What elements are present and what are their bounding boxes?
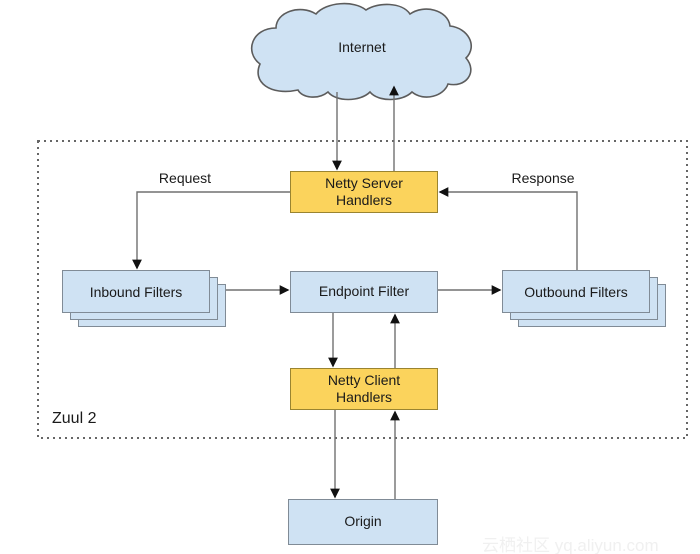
node-inbound-filters: Inbound Filters <box>62 270 210 313</box>
edge-request-netty-server-to-inbound <box>132 191 290 270</box>
watermark-text: 云栖社区 yq.aliyun.com <box>482 536 659 554</box>
node-origin: Origin <box>288 499 438 545</box>
node-netty-server-handlers: Netty Server Handlers <box>290 171 438 213</box>
internet-cloud-label: Internet <box>338 39 386 55</box>
internet-cloud-shape <box>250 2 472 101</box>
node-netty-client-handlers: Netty Client Handlers <box>290 368 438 410</box>
node-outbound-filters: Outbound Filters <box>502 270 650 313</box>
node-label: Origin <box>344 513 382 530</box>
node-label: Outbound Filters <box>524 283 628 300</box>
node-label: Netty Client Handlers <box>327 371 401 406</box>
edge-response-outbound-to-netty-server <box>438 187 578 270</box>
node-label: Netty Server Handlers <box>325 174 403 209</box>
node-outbound-filters-stack: Outbound Filters <box>502 270 682 340</box>
response-edge-label: Response <box>511 170 575 186</box>
zuul-boundary-box <box>37 140 688 439</box>
node-endpoint-filter: Endpoint Filter <box>290 271 438 313</box>
request-edge-label: Request <box>158 170 212 186</box>
node-inbound-filters-stack: Inbound Filters <box>62 270 242 340</box>
node-label: Endpoint Filter <box>318 283 410 300</box>
node-label: Inbound Filters <box>89 283 183 300</box>
zuul-boundary-label: Zuul 2 <box>52 410 97 427</box>
